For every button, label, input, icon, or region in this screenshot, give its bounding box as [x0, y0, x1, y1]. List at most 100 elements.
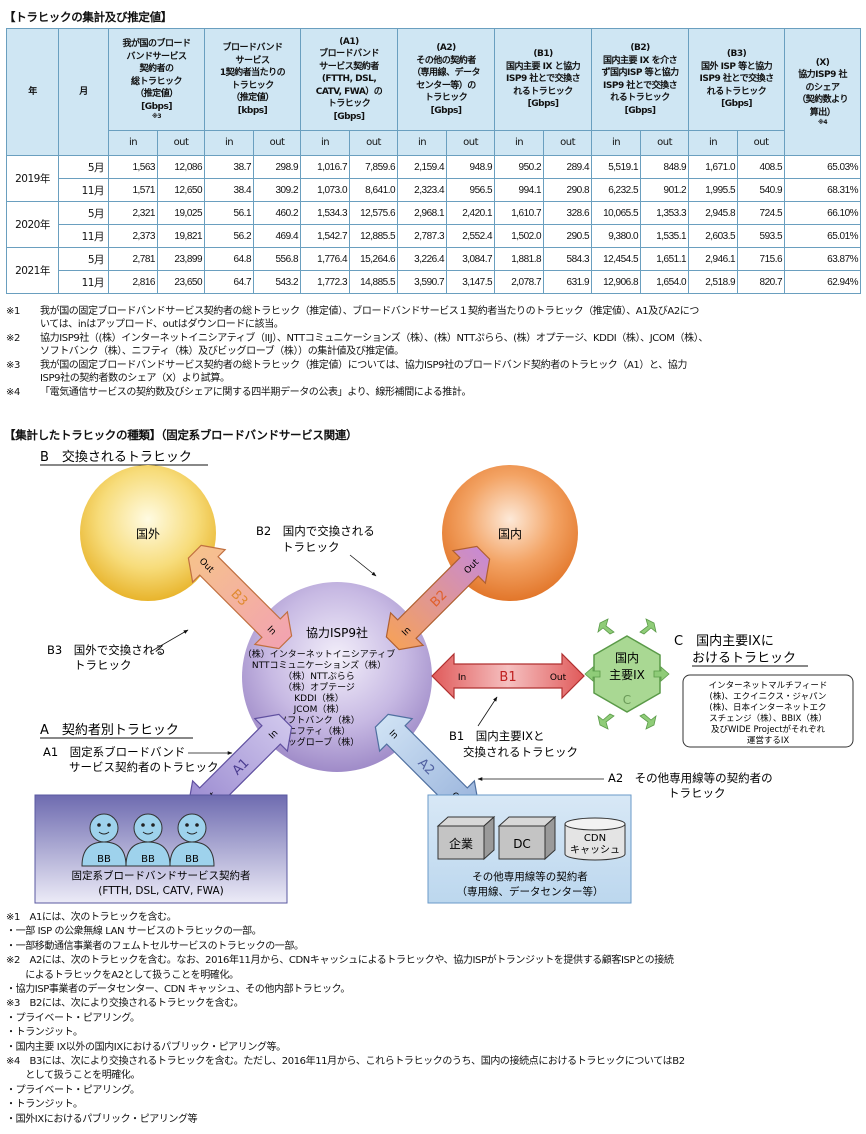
value-cell: 584.3	[543, 247, 593, 271]
header-line: バンドサービス	[126, 51, 187, 62]
diagram-footnote: ※1 A1には、次のトラヒックを含む。	[6, 912, 177, 923]
value-cell: 948.9	[446, 155, 496, 179]
isp-member: NTTコミュニケーションズ（株）	[252, 659, 386, 671]
value-cell: 1,610.7	[494, 201, 545, 225]
value-cell: 23,650	[156, 270, 206, 294]
header-a2: (A2)その他の契約者（専用線、データセンター等）のトラヒック[Gbps]	[397, 28, 496, 131]
value-cell: 2,323.4	[397, 178, 448, 202]
header-line: CATV, FWA）の	[315, 86, 383, 97]
header-line: 国内主要 IX を介さ	[603, 55, 678, 66]
value-cell: 1,772.3	[300, 270, 351, 294]
value-cell: 469.4	[253, 224, 302, 248]
value-cell: 3,084.7	[446, 247, 496, 271]
value-cell: 1,571	[108, 178, 158, 202]
value-cell: 950.2	[494, 155, 545, 179]
header-line: サービス	[235, 55, 271, 66]
value-cell: 298.9	[253, 155, 302, 179]
header-out: out	[640, 130, 690, 156]
dc-cube: DC	[497, 815, 557, 861]
value-cell: 1,534.3	[300, 201, 351, 225]
value-cell: 2,945.8	[688, 201, 739, 225]
header-line: その他の契約者	[416, 55, 476, 66]
value-cell: 848.9	[640, 155, 690, 179]
footnote-text: 協力ISP9社（(株）インターネットイニシアティブ（IIJ）、NTTコミュニケー…	[40, 333, 708, 344]
header-line: 総トラヒック	[131, 76, 183, 87]
b2-label-line1: B2 国内で交換される	[256, 524, 375, 538]
header-line: 算出）	[809, 107, 836, 118]
value-cell: 2,420.1	[446, 201, 496, 225]
value-cell: 2,159.4	[397, 155, 448, 179]
year-cell: 2019年	[6, 155, 59, 202]
diagram-footnote: によるトラヒックをA2として扱うことを明確化。	[6, 969, 239, 981]
header-line: [Gbps]	[721, 99, 752, 110]
isp-member: JCOM（株）	[293, 703, 345, 715]
b-section-title: B 交換されるトラヒック	[40, 449, 192, 465]
diagram-footnote: ※3 B2には、次により交換されるトラヒックを含む。	[6, 998, 244, 1010]
header-line: 国外 ISP 等と協力	[700, 61, 773, 72]
month-cell: 5月	[58, 155, 109, 179]
month-cell: 11月	[58, 270, 109, 294]
month-cell: 5月	[58, 247, 109, 271]
header-a1: (A1)ブロードバンドサービス契約者(FTTH, DSL,CATV, FWA）の…	[300, 28, 399, 131]
isp-member: ニフティ（株）	[288, 725, 350, 737]
value-cell: 3,147.5	[446, 270, 496, 294]
value-cell: 994.1	[494, 178, 545, 202]
value-cell: 56.2	[204, 224, 255, 248]
isp-member: KDDI（株）	[294, 692, 343, 704]
diagram-footnote: ※2 A2には、次のトラヒックを含む。なお、2016年11月から、CDNキャッシ…	[6, 955, 674, 967]
header-line: [Gbps]	[624, 105, 656, 116]
header-line: トラヒック	[231, 80, 274, 91]
dc-label: DC	[513, 837, 531, 851]
value-cell: 56.1	[204, 201, 255, 225]
value-cell: 2,078.7	[494, 270, 545, 294]
value-cell: 408.5	[737, 155, 786, 179]
header-line: 1契約者当たりの	[219, 68, 286, 78]
header-line: [Gbps]	[430, 105, 462, 116]
value-cell: 5,519.1	[591, 155, 642, 179]
a1-label-line2: サービス契約者のトラヒック	[69, 760, 219, 774]
header-out: out	[156, 130, 206, 156]
header-line: (B3)	[726, 49, 747, 60]
footnote: ※4「電気通信サービスの契約数及びシェアに関する四半期データの公表」より、線形補…	[6, 386, 860, 399]
value-cell: 12,650	[156, 178, 206, 202]
value-cell: 8,641.0	[349, 178, 399, 202]
ix-operators-text: インターネットマルチフィード(株)、エクイニクス・ジャパン(株)、日本インターネ…	[709, 681, 828, 746]
value-cell: 12,885.5	[349, 224, 399, 248]
value-cell: 3,226.4	[397, 247, 448, 271]
value-cell: 2,373	[108, 224, 158, 248]
b3-label-line1: B3 国外で交換される	[47, 643, 166, 657]
a-section-title: A 契約者別トラヒック	[40, 723, 179, 738]
value-cell: 593.5	[737, 224, 786, 248]
ix-hexagon-group: 国内 主要IX C	[584, 618, 670, 730]
value-cell: 1,542.7	[300, 224, 351, 248]
a2-label-line1: A2 その他専用線等の契約者の	[608, 771, 773, 785]
ix-operator-line: インターネットマルチフィード	[709, 681, 828, 691]
isp-member: ビッグローブ（株）	[279, 736, 359, 748]
header-line: （推定値）	[231, 93, 274, 103]
header-line: のシェア	[805, 82, 841, 93]
header-in: in	[591, 130, 642, 156]
header-line: (A1)	[339, 36, 359, 47]
right-box-line1: その他専用線等の契約者	[472, 870, 588, 883]
header-in: in	[688, 130, 739, 156]
value-cell: 12,575.6	[349, 201, 399, 225]
value-cell: 38.7	[204, 155, 255, 179]
footnote-mark: ※4	[6, 387, 20, 398]
year-cell: 2020年	[6, 201, 59, 248]
value-cell: 19,025	[156, 201, 206, 225]
value-cell: 12,454.5	[591, 247, 642, 271]
header-line: (X)	[815, 57, 830, 68]
header-line: (A2)	[436, 43, 456, 53]
value-cell: 19,821	[156, 224, 206, 248]
ix-line2: 主要IX	[609, 668, 645, 682]
month-cell: 5月	[58, 201, 109, 225]
table-title: 【トラヒックの集計及び推定値】	[4, 10, 172, 24]
header-line: ず国内ISP 等と協力	[601, 68, 680, 78]
value-cell: 38.4	[204, 178, 255, 202]
b3-label-line2: トラヒック	[74, 658, 132, 672]
